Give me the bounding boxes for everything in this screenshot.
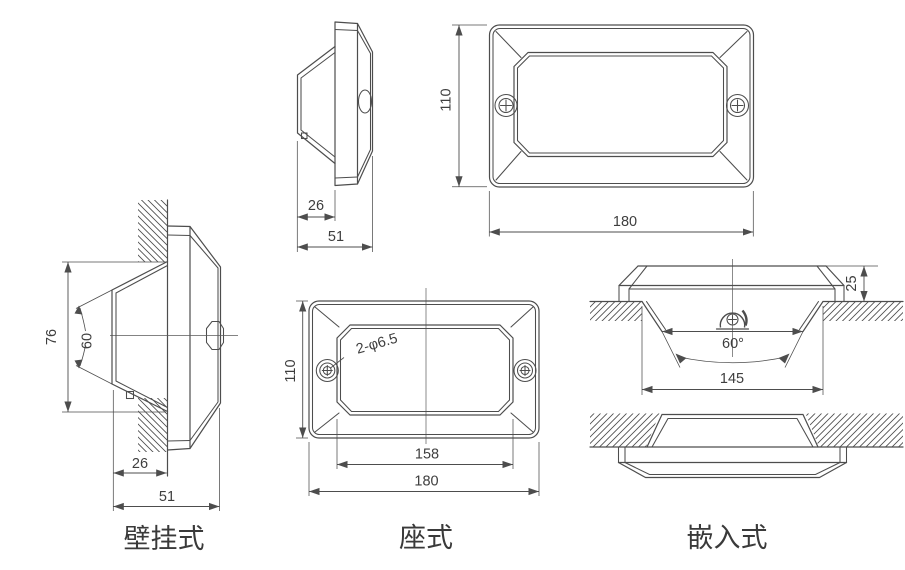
label-wall-mount: 壁挂式 [124, 524, 205, 554]
cable-gland-oval [357, 89, 373, 114]
label-recessed-mount: 嵌入式 [687, 523, 768, 553]
recessed-section-view: 60° 25 145 [589, 259, 904, 395]
dim-front-height: 110 [439, 88, 455, 111]
side-profile-view: 26 51 [296, 21, 374, 252]
mount-hole-right-icon [513, 358, 537, 383]
wall-hatch-top [138, 200, 168, 262]
mount-hole-left-icon [315, 358, 339, 383]
dim-seat-holes: 2-φ6.5 [354, 331, 399, 358]
dim-side-front-depth: 26 [308, 198, 324, 214]
wall-hatch-bottom [138, 398, 168, 452]
dim-seat-hole-span: 158 [415, 447, 439, 463]
dim-recessed-beam-angle: 60° [722, 336, 744, 352]
dim-front-width: 180 [613, 214, 637, 230]
dim-recessed-protrusion: 25 [844, 275, 860, 291]
screw-left-icon [494, 93, 518, 118]
seat-view: 2-φ6.5 110 158 180 [283, 288, 540, 496]
recessed-bottom-view [589, 413, 904, 479]
ceiling-hatch-right [823, 301, 903, 321]
dim-seat-height: 110 [283, 359, 299, 382]
dim-side-total-depth: 51 [328, 229, 344, 245]
dim-wall-front-depth: 26 [132, 456, 148, 472]
dim-wall-total-depth: 51 [159, 489, 175, 505]
lens-clip-tab [125, 390, 135, 400]
dim-recessed-opening: 145 [720, 371, 744, 387]
ceiling-hatch-left [590, 301, 642, 321]
lens-clip-tab [300, 132, 308, 140]
screw-right-icon [725, 93, 750, 118]
label-seat-mount: 座式 [399, 523, 453, 553]
dim-wall-lens-height: 76 [44, 329, 60, 345]
dim-seat-width: 180 [414, 474, 438, 490]
dim-wall-beam-angle: 60 [80, 333, 96, 349]
wall-mount-view: 60 76 26 51 [44, 199, 238, 511]
lamp-holder-icon [715, 309, 750, 330]
front-view: 110 180 [439, 24, 755, 237]
cable-gland-side [205, 320, 225, 351]
ceiling-hatch-left [590, 413, 660, 447]
ceiling-hatch-right [805, 413, 903, 447]
